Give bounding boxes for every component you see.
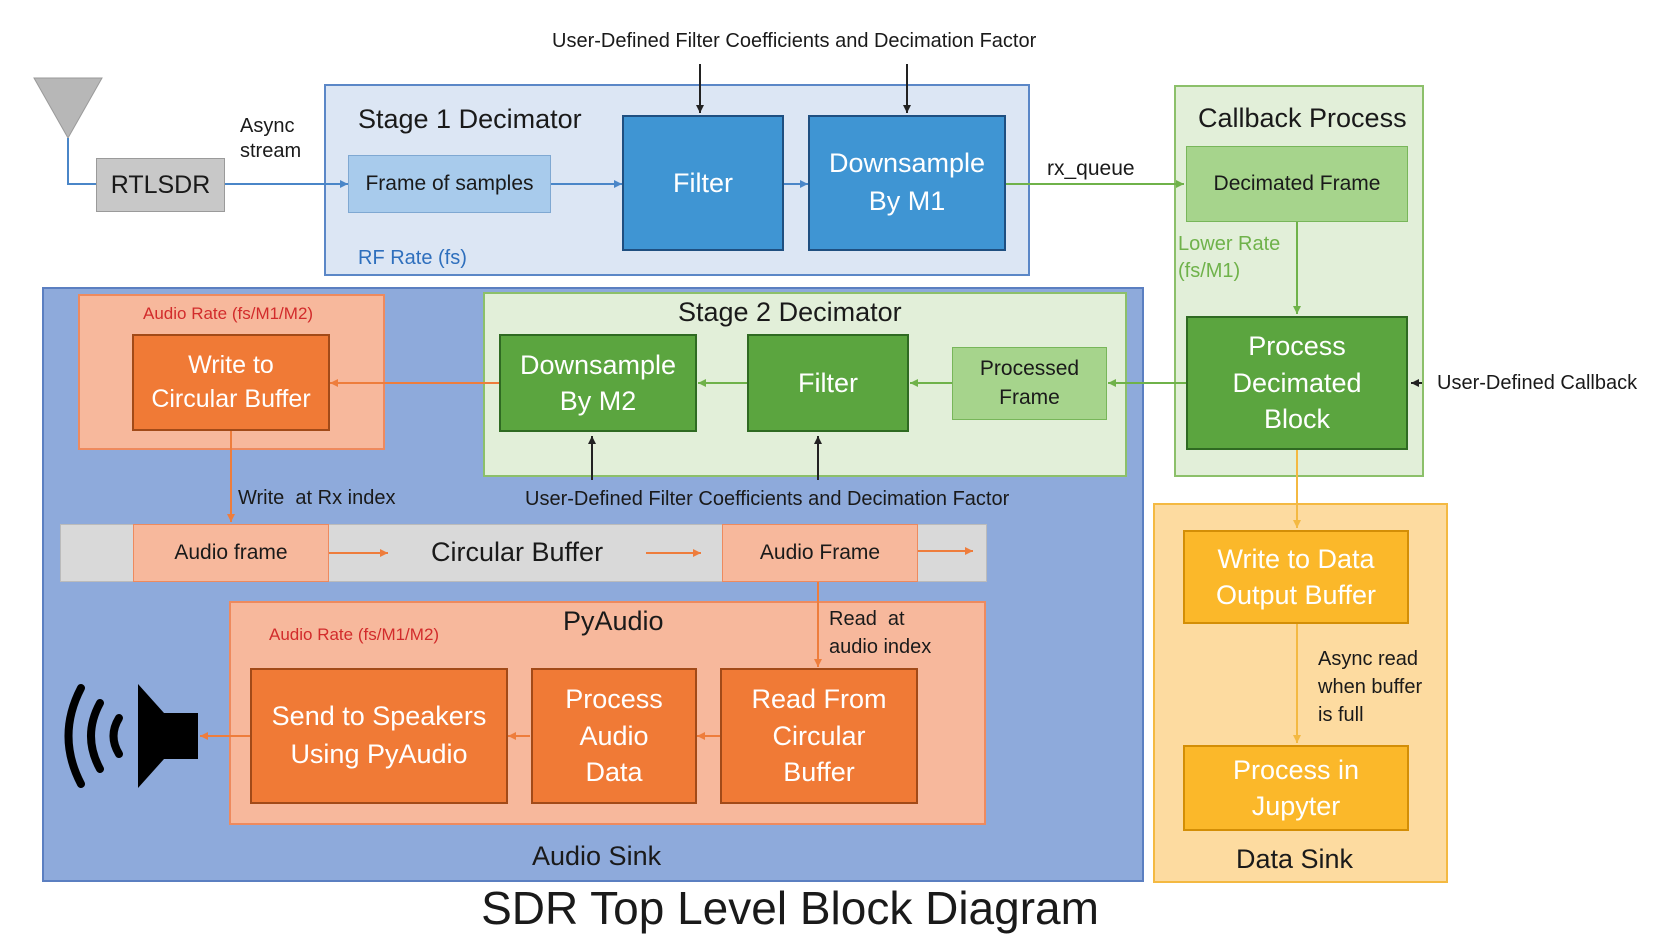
stage1-filter-label: Filter (673, 167, 733, 198)
audio-rate-label-bottom: Audio Rate (fs/M1/M2) (269, 625, 440, 644)
audio-frame-right-label: Audio Frame (759, 541, 881, 564)
processed-frame-block[interactable]: Processed Frame (952, 347, 1107, 420)
rtlsdr-block[interactable]: RTLSDR (96, 158, 225, 212)
read-circular-buffer-block[interactable]: Read From Circular Buffer (720, 668, 918, 804)
process-decimated-label: Process Decimated Block (1232, 331, 1362, 435)
stage1-downsample-label: Downsample By M1 (828, 148, 986, 216)
audio-frame-left-label: Audio frame (174, 541, 288, 564)
stage1-filter-block[interactable]: Filter (622, 115, 784, 251)
write-rx-index-label: Write at Rx index (238, 487, 396, 509)
audio-sink-label: Audio Sink (532, 841, 662, 871)
stage1-downsample-block[interactable]: Downsample By M1 (808, 115, 1006, 251)
decimated-frame-block[interactable]: Decimated Frame (1186, 146, 1408, 222)
circular-buffer-label: Circular Buffer (431, 537, 604, 567)
write-circular-buffer-block[interactable]: Write to Circular Buffer (132, 334, 330, 431)
stage2-downsample-block[interactable]: Downsample By M2 (499, 334, 697, 432)
stage2-filter-label: Filter (798, 367, 858, 398)
lower-rate-label: Lower Rate (fs/M1) (1178, 233, 1281, 282)
send-to-speakers-block[interactable]: Send to Speakers Using PyAudio (250, 668, 508, 804)
stage2-filter-block[interactable]: Filter (747, 334, 909, 432)
write-circular-buffer-label: Write to Circular Buffer (151, 350, 311, 413)
speaker-icon (64, 684, 198, 788)
stage2-title: Stage 2 Decimator (678, 297, 902, 327)
stage2-downsample-label: Downsample By M2 (519, 349, 677, 416)
read-circular-buffer-label: Read From Circular Buffer (751, 684, 887, 788)
processed-frame-label: Processed Frame (979, 357, 1080, 409)
user-callback-label: User-Defined Callback (1437, 372, 1638, 394)
top-coefficients-label: User-Defined Filter Coefficients and Dec… (552, 30, 1037, 52)
audio-rate-label-top: Audio Rate (fs/M1/M2) (143, 304, 314, 323)
read-audio-index-label: Read at audio index (829, 608, 932, 658)
frame-of-samples-label: Frame of samples (365, 172, 534, 195)
data-sink-label: Data Sink (1236, 844, 1354, 874)
diagram-title: SDR Top Level Block Diagram (481, 882, 1099, 934)
write-data-output-label: Write to Data Output Buffer (1215, 543, 1377, 610)
process-jupyter-label: Process in Jupyter (1232, 754, 1360, 821)
rf-rate-label: RF Rate (fs) (358, 247, 467, 269)
async-read-label: Async read when buffer is full (1318, 648, 1423, 726)
stage1-title: Stage 1 Decimator (358, 104, 582, 134)
process-audio-block[interactable]: Process Audio Data (531, 668, 697, 804)
rtlsdr-label: RTLSDR (110, 170, 211, 199)
rx-queue-label: rx_queue (1047, 157, 1135, 180)
stage2-coefficients-label: User-Defined Filter Coefficients and Dec… (525, 488, 1010, 510)
frame-of-samples-block[interactable]: Frame of samples (348, 155, 551, 213)
audio-frame-right-block[interactable]: Audio Frame (722, 524, 918, 582)
antenna-icon (33, 77, 103, 185)
decimated-frame-label: Decimated Frame (1213, 172, 1381, 195)
pyaudio-title: PyAudio (563, 606, 664, 636)
process-audio-label: Process Audio Data (565, 684, 663, 788)
process-jupyter-block[interactable]: Process in Jupyter (1183, 745, 1409, 831)
write-data-output-block[interactable]: Write to Data Output Buffer (1183, 530, 1409, 624)
send-to-speakers-label: Send to Speakers Using PyAudio (271, 701, 487, 769)
async-stream-label: Async stream (240, 115, 302, 162)
process-decimated-block[interactable]: Process Decimated Block (1186, 316, 1408, 450)
audio-frame-left-block[interactable]: Audio frame (133, 524, 329, 582)
callback-title: Callback Process (1198, 103, 1407, 133)
